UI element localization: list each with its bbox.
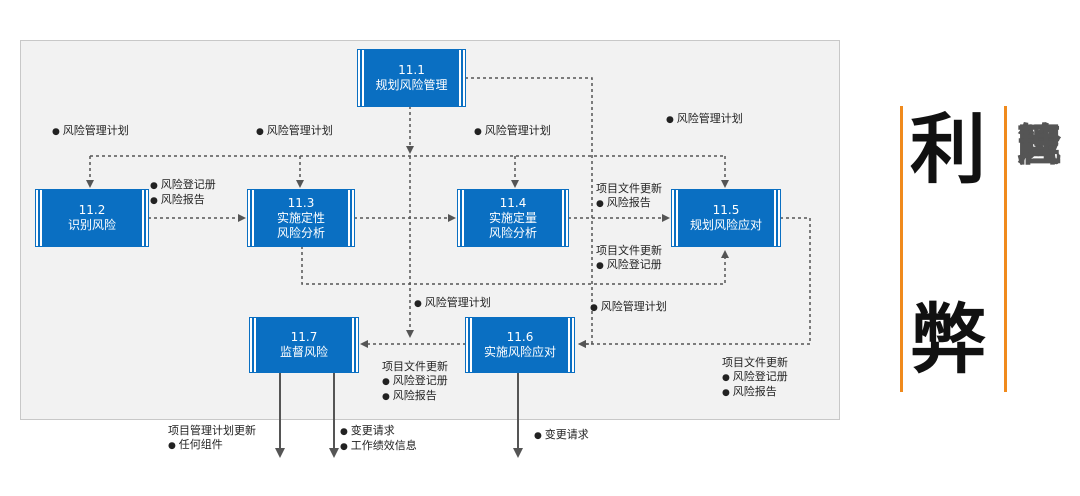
side-char-bi: 弊	[910, 295, 986, 384]
process-11-7[interactable]: 11.7 监督风险	[249, 317, 359, 373]
label-risk-report: 风险报告	[596, 196, 662, 211]
side-char-xian: 险	[1017, 120, 1061, 171]
process-name: 监督风险	[279, 345, 328, 359]
label-doc-update: 项目文件更新	[596, 182, 662, 195]
label-rm-plan-4: 风险管理计划	[666, 112, 743, 127]
process-name-line1: 实施定量	[488, 210, 537, 225]
label-doc-update: 项目文件更新	[722, 356, 788, 369]
process-name-line1: 实施定性	[276, 210, 325, 225]
conn-11-3-to-11-5	[301, 246, 729, 285]
process-name-line2: 风险分析	[488, 225, 537, 240]
label-doc-update: 项目文件更新	[596, 244, 662, 257]
process-11-3[interactable]: 11.3 实施定性 风险分析	[247, 189, 355, 247]
label-risk-report: 风险报告	[382, 389, 448, 404]
label-rm-plan-1: 风险管理计划	[52, 124, 129, 139]
process-number: 11.5	[712, 203, 740, 217]
accent-bar-left	[900, 106, 903, 392]
label-rm-plan-3: 风险管理计划	[474, 124, 551, 139]
conn-11-5-to-11-6	[578, 217, 811, 348]
process-name: 规划风险应对	[689, 218, 762, 232]
label-11-2-outputs: 风险登记册 风险报告	[150, 178, 216, 208]
process-number: 11.2	[78, 203, 106, 217]
label-rm-plan-6: 风险管理计划	[590, 300, 667, 315]
label-risk-register: 风险登记册	[596, 258, 662, 273]
process-name: 规划风险管理	[375, 78, 448, 92]
process-name-line2: 风险分析	[276, 225, 325, 240]
side-char-li2: 理	[1017, 120, 1061, 171]
process-number: 11.6	[506, 330, 534, 344]
process-name: 实施风险应对	[483, 345, 556, 359]
side-char-li: 利	[910, 105, 986, 194]
side-char-guan: 管	[1017, 120, 1061, 171]
label-11-6-outputs: 项目文件更新 风险登记册 风险报告	[382, 360, 448, 404]
label-11-6-out: 变更请求	[534, 428, 589, 443]
label-pmp-update: 项目管理计划更新	[168, 424, 256, 437]
label-risk-report: 风险报告	[722, 385, 788, 400]
process-11-6[interactable]: 11.6 实施风险应对	[465, 317, 575, 373]
accent-bar-right	[1004, 106, 1007, 392]
label-risk-register: 风险登记册	[382, 374, 448, 389]
process-number: 11.7	[290, 330, 318, 344]
label-doc-update: 项目文件更新	[382, 360, 448, 373]
label-11-3-outputs: 项目文件更新 风险登记册	[596, 244, 662, 273]
label-11-4-outputs: 项目文件更新 风险报告	[596, 182, 662, 211]
label-11-7-out-2: 变更请求 工作绩效信息	[340, 424, 417, 454]
label-risk-register: 风险登记册	[722, 370, 788, 385]
process-11-1[interactable]: 11.1 规划风险管理	[357, 49, 466, 107]
side-char-feng: 风	[1017, 120, 1061, 171]
label-risk-report: 风险报告	[150, 193, 216, 208]
label-change-request: 变更请求	[340, 424, 417, 439]
process-11-5[interactable]: 11.5 规划风险应对	[671, 189, 781, 247]
label-11-7-out-1: 项目管理计划更新 任何组件	[168, 424, 256, 453]
process-number: 11.1	[398, 63, 425, 77]
label-risk-register: 风险登记册	[150, 178, 216, 193]
process-number: 11.3	[287, 195, 315, 210]
process-name: 识别风险	[67, 218, 116, 232]
label-rm-plan-2: 风险管理计划	[256, 124, 333, 139]
label-work-performance: 工作绩效信息	[340, 439, 417, 454]
process-11-2[interactable]: 11.2 识别风险	[35, 189, 149, 247]
process-number: 11.4	[499, 195, 527, 210]
label-rm-plan-5: 风险管理计划	[414, 296, 491, 311]
label-11-5-outputs: 项目文件更新 风险登记册 风险报告	[722, 356, 788, 400]
label-change-request: 变更请求	[534, 428, 589, 443]
process-11-4[interactable]: 11.4 实施定量 风险分析	[457, 189, 569, 247]
label-any-component: 任何组件	[168, 438, 256, 453]
